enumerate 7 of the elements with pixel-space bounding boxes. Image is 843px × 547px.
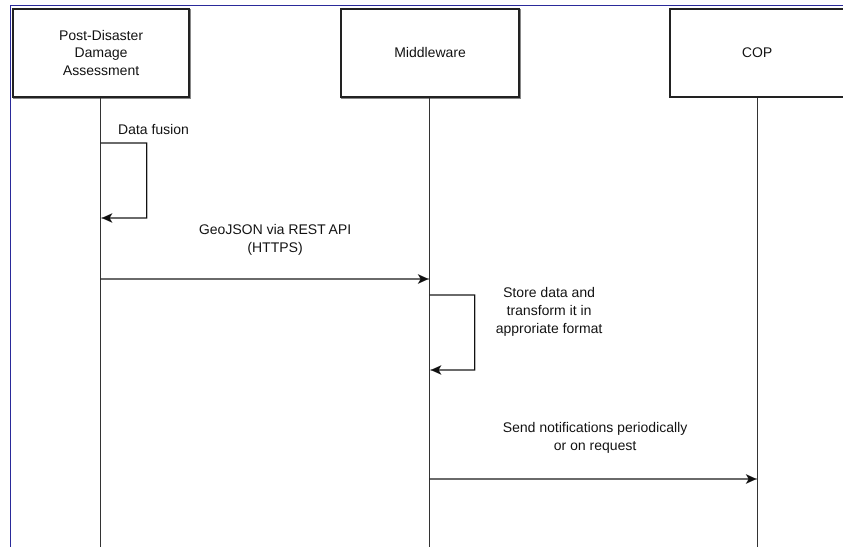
message-arrow <box>430 474 757 484</box>
self-message-arrow <box>100 142 148 223</box>
participant-name: COP <box>740 44 774 62</box>
self-message-arrow <box>430 294 476 375</box>
participant-name: Post-Disaster Damage Assessment <box>58 26 144 80</box>
participant-name: Middleware <box>393 44 467 62</box>
message-arrow <box>100 274 429 284</box>
